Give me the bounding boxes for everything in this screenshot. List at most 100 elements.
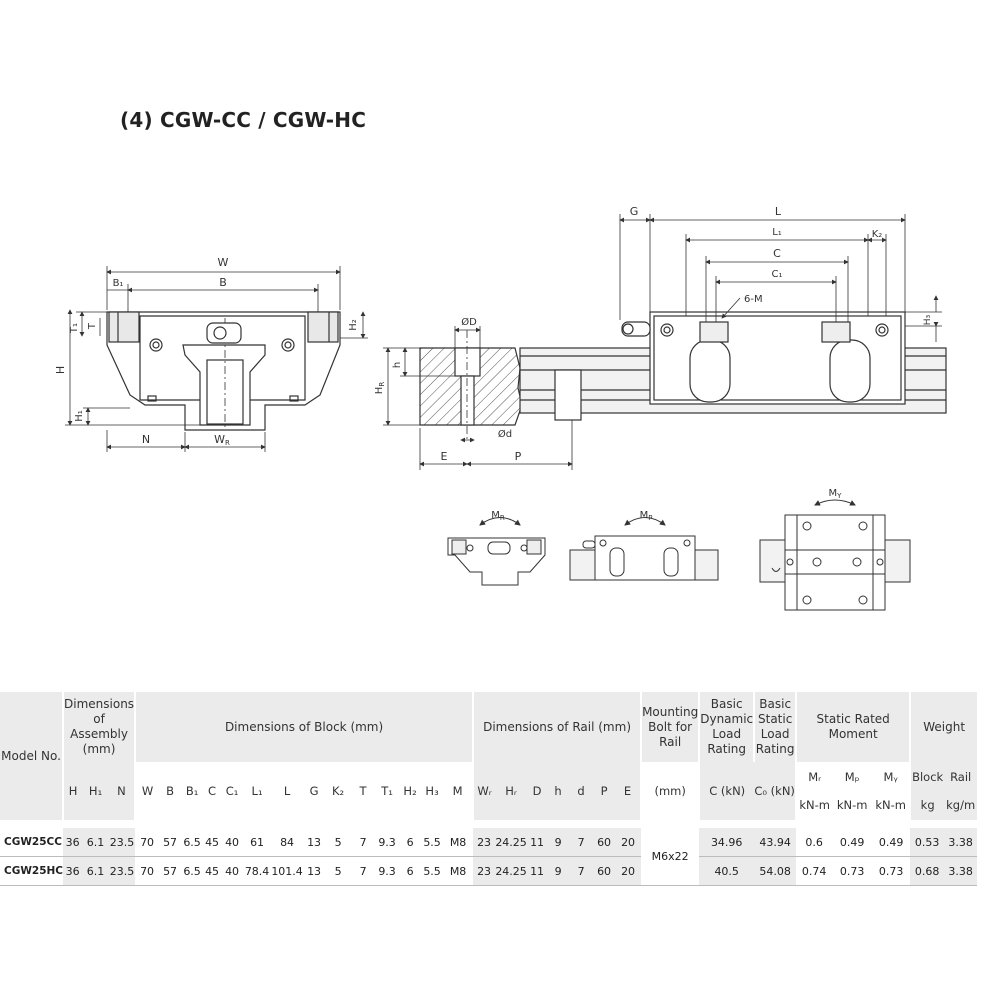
cell-h3: 5.5 bbox=[421, 828, 444, 857]
dim-6M: 6-M bbox=[744, 294, 763, 305]
technical-drawing: W B B₁ T₁ T H₂ H H₁ N WR ØD h HR Ød E P bbox=[54, 205, 947, 611]
sub-H3: H₃ bbox=[425, 784, 439, 798]
dim-L1: L₁ bbox=[772, 227, 782, 238]
sub-MP-unit: kN-m bbox=[836, 798, 868, 812]
cell-bolt: M6x22 bbox=[641, 828, 700, 886]
sub-T1: T₁ bbox=[381, 784, 393, 798]
cell-e: 20 bbox=[615, 828, 642, 857]
cell-stat: 54.08 bbox=[754, 856, 797, 886]
cell-t1: 9.3 bbox=[375, 856, 400, 886]
cell-b1: 6.5 bbox=[181, 856, 204, 886]
moment-MY: M bbox=[829, 488, 838, 499]
cell-mp: 0.73 bbox=[832, 856, 873, 886]
sub-bolt: (mm) bbox=[640, 762, 700, 820]
rail-section-dimensions bbox=[383, 326, 573, 470]
table-group-header-row: Model No. Dimensions of Assembly (mm) Di… bbox=[0, 692, 978, 763]
sub-L: L bbox=[283, 784, 291, 798]
spec-table: Model No. Dimensions of Assembly (mm) Di… bbox=[0, 692, 978, 886]
moment-yaw-figure bbox=[759, 499, 911, 611]
dim-phid: Ød bbox=[498, 428, 512, 440]
cell-l: 101.4 bbox=[271, 856, 304, 886]
sub-M: M bbox=[452, 784, 463, 798]
cell-c1: 40 bbox=[221, 828, 244, 857]
sub-dyn: C (kN) bbox=[698, 762, 755, 820]
cell-c: 45 bbox=[203, 828, 222, 857]
cell-b1: 6.5 bbox=[181, 828, 204, 857]
cell-hr: 24.25 bbox=[495, 856, 528, 886]
dim-K2: K₂ bbox=[872, 229, 883, 240]
moment-MY-sub: Y bbox=[836, 492, 842, 500]
dim-T: T bbox=[87, 322, 98, 330]
cell-p: 60 bbox=[593, 856, 616, 886]
side-view-dimensions bbox=[619, 214, 942, 342]
svg-text:HR: HR bbox=[374, 382, 386, 395]
sub-MP: Mₚ kN-m bbox=[832, 762, 872, 820]
cell-my: 0.49 bbox=[872, 828, 911, 857]
cell-block: 0.68 bbox=[910, 856, 945, 886]
sub-K2: K₂ bbox=[331, 784, 345, 798]
sub-L1: L₁ bbox=[251, 784, 263, 798]
cell-g: 13 bbox=[303, 856, 326, 886]
sub-HR: Hᵣ bbox=[495, 762, 528, 820]
cell-c: 45 bbox=[203, 856, 222, 886]
header-weight: Weight bbox=[909, 692, 978, 762]
cell-l1: 61 bbox=[243, 828, 272, 857]
cell-k2: 5 bbox=[325, 828, 352, 857]
cell-d: 7 bbox=[569, 856, 594, 886]
cell-mp: 0.49 bbox=[832, 828, 873, 857]
sub-H: H bbox=[62, 762, 83, 820]
header-model: Model No. bbox=[1, 748, 61, 763]
sub-stat: C₀ (kN) bbox=[754, 762, 797, 820]
dim-C: C bbox=[773, 247, 781, 260]
cell-dyn: 34.96 bbox=[699, 828, 755, 857]
sub-MR-symbol: Mᵣ bbox=[808, 770, 822, 784]
cell-e: 20 bbox=[615, 856, 642, 886]
dim-H3: H₃ bbox=[923, 314, 933, 325]
svg-text:MP: MP bbox=[640, 510, 653, 522]
sub-P: P bbox=[593, 762, 616, 820]
cell-hr: 24.25 bbox=[495, 828, 528, 857]
moment-roll-figure bbox=[447, 517, 546, 586]
header-moment: Static Rated Moment bbox=[795, 692, 911, 762]
cell-model: CGW25HC bbox=[0, 856, 64, 886]
header-bolt: Mounting Bolt for Rail bbox=[640, 692, 700, 762]
cell-t1: 9.3 bbox=[375, 828, 400, 857]
sub-C: C bbox=[208, 784, 217, 798]
cell-h1: 6.1 bbox=[82, 856, 109, 886]
sub-block-label: Block bbox=[912, 770, 944, 784]
cell-b: 57 bbox=[159, 828, 182, 857]
dim-WR: W bbox=[214, 433, 225, 446]
cell-n: 23.5 bbox=[108, 828, 136, 857]
header-assembly: Dimensions of Assembly (mm) bbox=[62, 692, 136, 762]
cell-mr: 0.74 bbox=[796, 856, 833, 886]
cell-d: 11 bbox=[527, 856, 548, 886]
header-dynamic: Basic Dynamic Load Rating bbox=[698, 692, 755, 762]
dim-G: G bbox=[630, 205, 639, 218]
sub-MY-symbol: Mᵧ bbox=[883, 770, 898, 784]
dim-H2: H₂ bbox=[348, 319, 359, 331]
sub-MP-symbol: Mₚ bbox=[844, 770, 860, 784]
cell-d: 11 bbox=[527, 828, 548, 857]
dim-L: L bbox=[775, 205, 782, 218]
cell-b: 57 bbox=[159, 856, 182, 886]
dim-C1: C₁ bbox=[772, 269, 783, 280]
cell-mr: 0.6 bbox=[796, 828, 833, 857]
dim-W: W bbox=[218, 256, 229, 269]
cell-rail: 3.38 bbox=[944, 856, 978, 886]
cell-t: 7 bbox=[351, 856, 376, 886]
header-static: Basic Static Load Rating bbox=[753, 692, 797, 762]
cell-h: 36 bbox=[63, 828, 83, 857]
dim-H: H bbox=[54, 366, 67, 374]
sub-B1: B₁ bbox=[185, 784, 199, 798]
dim-phiD: ØD bbox=[461, 316, 477, 328]
sub-h: h bbox=[547, 762, 570, 820]
dim-N: N bbox=[142, 433, 150, 446]
cell-d: 7 bbox=[569, 828, 594, 857]
dim-HR-sub: R bbox=[378, 382, 386, 387]
front-view bbox=[106, 311, 341, 431]
svg-text:WR: WR bbox=[214, 433, 230, 447]
cell-w: 70 bbox=[135, 856, 160, 886]
cell-c1: 40 bbox=[221, 856, 244, 886]
